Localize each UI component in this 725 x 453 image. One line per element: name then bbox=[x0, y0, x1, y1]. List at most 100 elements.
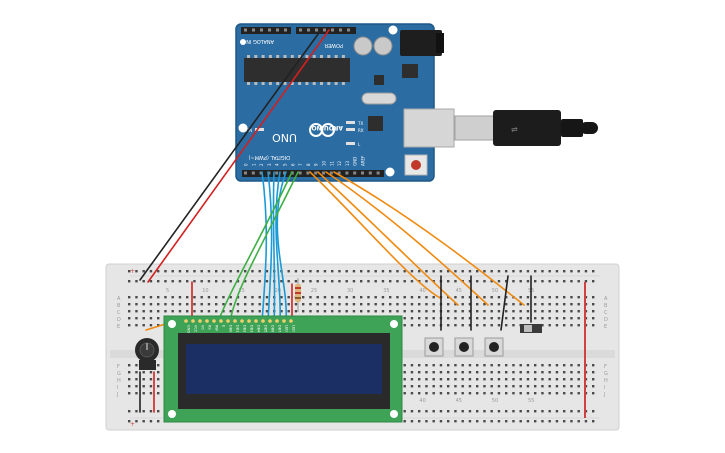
breadboard-hole bbox=[142, 410, 145, 413]
digital-pin[interactable] bbox=[283, 171, 286, 175]
breadboard-hole bbox=[128, 310, 131, 313]
header-pin[interactable] bbox=[315, 28, 318, 32]
digital-pin[interactable] bbox=[361, 171, 364, 175]
digital-pin[interactable] bbox=[298, 171, 302, 175]
breadboard-hole bbox=[403, 392, 406, 395]
wire-5v[interactable] bbox=[147, 29, 330, 283]
breadboard-hole bbox=[294, 280, 298, 283]
breadboard-hole bbox=[534, 317, 537, 320]
digital-pin[interactable] bbox=[329, 171, 333, 175]
breadboard-hole bbox=[461, 270, 464, 273]
digital-pin[interactable] bbox=[306, 171, 310, 175]
digital-pin[interactable] bbox=[353, 171, 357, 175]
breadboard-hole bbox=[563, 296, 566, 299]
breadboard-hole bbox=[410, 392, 414, 395]
arduino-uno-board[interactable]: ANALOG IN POWER TX RX L ON bbox=[235, 23, 455, 182]
column-number-bottom: 40 bbox=[419, 398, 425, 404]
header-pin[interactable] bbox=[331, 28, 334, 32]
push-button-3[interactable] bbox=[484, 337, 504, 357]
digital-pin[interactable] bbox=[322, 171, 325, 175]
wire-rs[interactable] bbox=[217, 171, 293, 323]
push-button-1[interactable] bbox=[424, 337, 444, 357]
push-buttons[interactable] bbox=[424, 337, 504, 357]
wire-db5[interactable] bbox=[272, 171, 276, 323]
lcd-pin[interactable] bbox=[268, 319, 272, 323]
wire-enable[interactable] bbox=[229, 171, 299, 323]
wire-db6[interactable] bbox=[267, 171, 273, 323]
lcd-pin[interactable] bbox=[275, 319, 279, 323]
digital-pin-label-group: 0 bbox=[244, 163, 249, 166]
lcd-pin-label-group: DB2 bbox=[243, 325, 247, 332]
wire-db7[interactable] bbox=[261, 171, 268, 323]
reset-button[interactable] bbox=[411, 160, 421, 170]
breadboard-hole bbox=[505, 392, 508, 395]
wire-button-2[interactable] bbox=[317, 171, 459, 306]
breadboard-hole bbox=[178, 270, 182, 273]
lcd-pin[interactable] bbox=[184, 319, 188, 323]
wire-db4[interactable] bbox=[275, 171, 282, 323]
header-pin[interactable] bbox=[252, 28, 255, 32]
digital-pin[interactable] bbox=[259, 171, 263, 175]
header-pin[interactable] bbox=[299, 28, 302, 32]
breadboard-hole bbox=[128, 296, 131, 299]
breadboard-hole bbox=[505, 364, 508, 367]
lcd-pin[interactable] bbox=[289, 319, 293, 323]
header-pin[interactable] bbox=[323, 28, 326, 32]
jumper-button-3-gnd[interactable] bbox=[500, 275, 509, 331]
wire-db-extra[interactable] bbox=[276, 171, 288, 323]
digital-pin[interactable] bbox=[275, 171, 279, 175]
wire-ground[interactable] bbox=[139, 29, 322, 281]
lcd-pin[interactable] bbox=[219, 319, 223, 323]
digital-pin[interactable] bbox=[337, 171, 341, 175]
header-pin[interactable] bbox=[347, 28, 350, 32]
lcd-pin[interactable] bbox=[247, 319, 251, 323]
lcd-pin[interactable] bbox=[191, 319, 195, 323]
lcd-pin[interactable] bbox=[226, 319, 230, 323]
header-pin[interactable] bbox=[307, 28, 310, 32]
digital-pin[interactable] bbox=[345, 171, 349, 175]
breadboard-hole bbox=[367, 280, 370, 283]
breadboard-hole bbox=[592, 378, 595, 381]
lcd-pin[interactable] bbox=[240, 319, 244, 323]
tx-led bbox=[346, 121, 355, 124]
breadboard-hole bbox=[534, 410, 537, 413]
lcd-pin[interactable] bbox=[282, 319, 286, 323]
lcd-pin[interactable] bbox=[198, 319, 202, 323]
digital-pin[interactable] bbox=[376, 171, 380, 175]
header-pin[interactable] bbox=[339, 28, 342, 32]
breadboard-hole bbox=[512, 270, 515, 273]
row-letter-right: F bbox=[604, 364, 607, 370]
lcd-pin[interactable] bbox=[254, 319, 258, 323]
breadboard-hole bbox=[548, 310, 551, 313]
lcd-pin[interactable] bbox=[261, 319, 265, 323]
breadboard-hole bbox=[563, 270, 566, 273]
breadboard-hole bbox=[512, 324, 515, 327]
digital-pin-label-group: 3 bbox=[267, 163, 272, 166]
resistor[interactable] bbox=[295, 278, 301, 312]
column-number-bottom: 55 bbox=[528, 398, 534, 404]
wire-button-1[interactable] bbox=[309, 171, 441, 299]
header-pin[interactable] bbox=[284, 28, 287, 32]
wire-button-3[interactable] bbox=[325, 171, 489, 306]
header-pin[interactable] bbox=[276, 28, 279, 32]
lcd-pin[interactable] bbox=[212, 319, 216, 323]
digital-pin[interactable] bbox=[251, 171, 255, 175]
breadboard-hole bbox=[505, 324, 508, 327]
capacitor bbox=[353, 36, 373, 56]
slide-switch-lever[interactable] bbox=[524, 325, 532, 332]
lcd-pin[interactable] bbox=[205, 319, 209, 323]
breadboard-hole bbox=[157, 310, 160, 313]
digital-pin[interactable] bbox=[314, 171, 318, 175]
digital-pin[interactable] bbox=[368, 171, 372, 175]
lcd-pin[interactable] bbox=[233, 319, 237, 323]
header-pin[interactable] bbox=[244, 28, 247, 32]
breadboard-hole bbox=[374, 270, 377, 273]
header-pin[interactable] bbox=[268, 28, 271, 32]
potentiometer[interactable] bbox=[135, 338, 159, 370]
push-button-2[interactable] bbox=[454, 337, 474, 357]
digital-pin[interactable] bbox=[244, 171, 247, 175]
header-pin[interactable] bbox=[260, 28, 263, 32]
breadboard-hole bbox=[135, 310, 138, 313]
slide-switch[interactable] bbox=[520, 324, 542, 333]
